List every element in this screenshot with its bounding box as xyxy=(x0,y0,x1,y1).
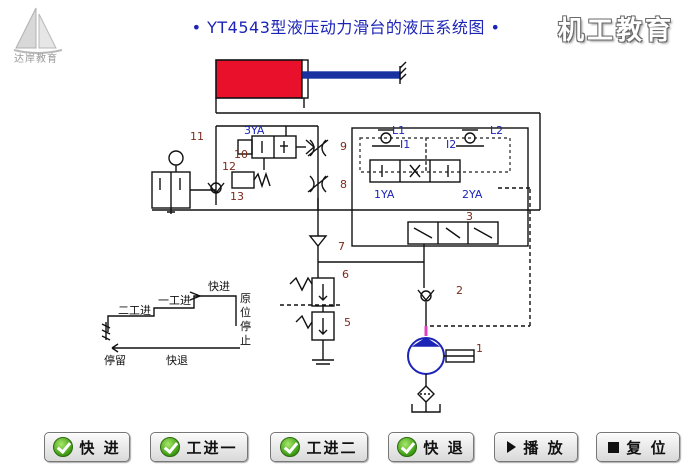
hydraulic-diagram: 11 12 13 10 9 8 7 6 5 3 2 1 3YA 1YA 2YA … xyxy=(101,59,541,413)
cycle-origin-4: 止 xyxy=(240,334,251,347)
roller-icon xyxy=(168,150,184,166)
logo-text: 达岸教育 xyxy=(14,54,58,65)
throttle-valve-8 xyxy=(307,175,329,193)
valve-group-frame xyxy=(351,127,529,247)
piston-rod xyxy=(302,71,401,79)
reset-label: 复 位 xyxy=(626,438,668,457)
play-button[interactable]: 播 放 xyxy=(494,432,578,462)
work-cycle-diagram xyxy=(101,291,240,353)
label-1: 1 xyxy=(476,342,483,355)
cycle-work1: 一工进 xyxy=(158,294,191,307)
fast-return-label: 快 退 xyxy=(423,438,465,457)
throttle-l2 xyxy=(464,132,476,144)
throttle-valve-9 xyxy=(307,139,329,157)
label-7: 7 xyxy=(338,240,345,253)
work-feed-2-button[interactable]: 工进二 xyxy=(270,432,368,462)
label-8: 8 xyxy=(340,178,347,191)
cycle-origin-2: 位 xyxy=(240,305,251,319)
fast-return-button[interactable]: 快 退 xyxy=(388,432,474,462)
throttle-l1 xyxy=(380,132,392,144)
pilot-valve xyxy=(369,159,461,183)
cycle-origin-1: 原 xyxy=(240,292,251,305)
label-i1: I1 xyxy=(400,138,410,151)
pressure-relay-12 xyxy=(231,171,255,189)
play-icon xyxy=(507,441,517,453)
brand-name: 机工教育 xyxy=(557,16,674,46)
page-title: • YT4543型液压动力滑台的液压系统图 • xyxy=(191,18,501,37)
cycle-fast-forward: 快进 xyxy=(208,280,230,293)
hydraulic-cylinder xyxy=(215,59,303,99)
label-l2: L2 xyxy=(490,124,503,137)
cycle-dwell: 停留 xyxy=(104,353,126,367)
work-feed-2-label: 工进二 xyxy=(306,438,358,457)
label-5: 5 xyxy=(344,316,351,329)
control-bar: 快 进 工进一 工进二 快 退 播 放 复 位 xyxy=(0,432,692,466)
label-2: 2 xyxy=(456,284,463,297)
check-icon xyxy=(160,437,181,457)
label-6: 6 xyxy=(342,268,349,281)
stop-icon xyxy=(608,441,620,453)
cycle-work2: 二工进 xyxy=(118,304,151,317)
sail-logo-icon xyxy=(13,7,63,54)
directional-valve-3 xyxy=(407,221,499,245)
work-feed-1-button[interactable]: 工进一 xyxy=(150,432,248,462)
check-valve-7 xyxy=(308,235,328,248)
label-i2: I2 xyxy=(446,138,456,151)
work-feed-1-label: 工进一 xyxy=(186,438,238,457)
fast-forward-button[interactable]: 快 进 xyxy=(44,432,130,462)
play-label: 播 放 xyxy=(523,438,565,457)
label-9: 9 xyxy=(340,140,347,153)
label-10: 10 xyxy=(234,148,248,161)
label-3ya: 3YA xyxy=(244,124,265,137)
fast-forward-label: 快 进 xyxy=(79,438,121,457)
check-icon xyxy=(280,437,301,457)
label-l1: L1 xyxy=(392,124,405,137)
label-3: 3 xyxy=(466,210,473,223)
label-13: 13 xyxy=(230,190,244,203)
cycle-fast-return: 快退 xyxy=(166,354,188,367)
reset-button[interactable]: 复 位 xyxy=(596,432,680,462)
label-11: 11 xyxy=(190,130,204,143)
check-icon xyxy=(53,437,74,457)
cycle-origin-3: 停 xyxy=(240,319,251,333)
label-12: 12 xyxy=(222,160,236,173)
cylinder-end-cap xyxy=(301,59,309,99)
label-1ya: 1YA xyxy=(374,188,395,201)
label-2ya: 2YA xyxy=(462,188,483,201)
check-icon xyxy=(397,437,418,457)
